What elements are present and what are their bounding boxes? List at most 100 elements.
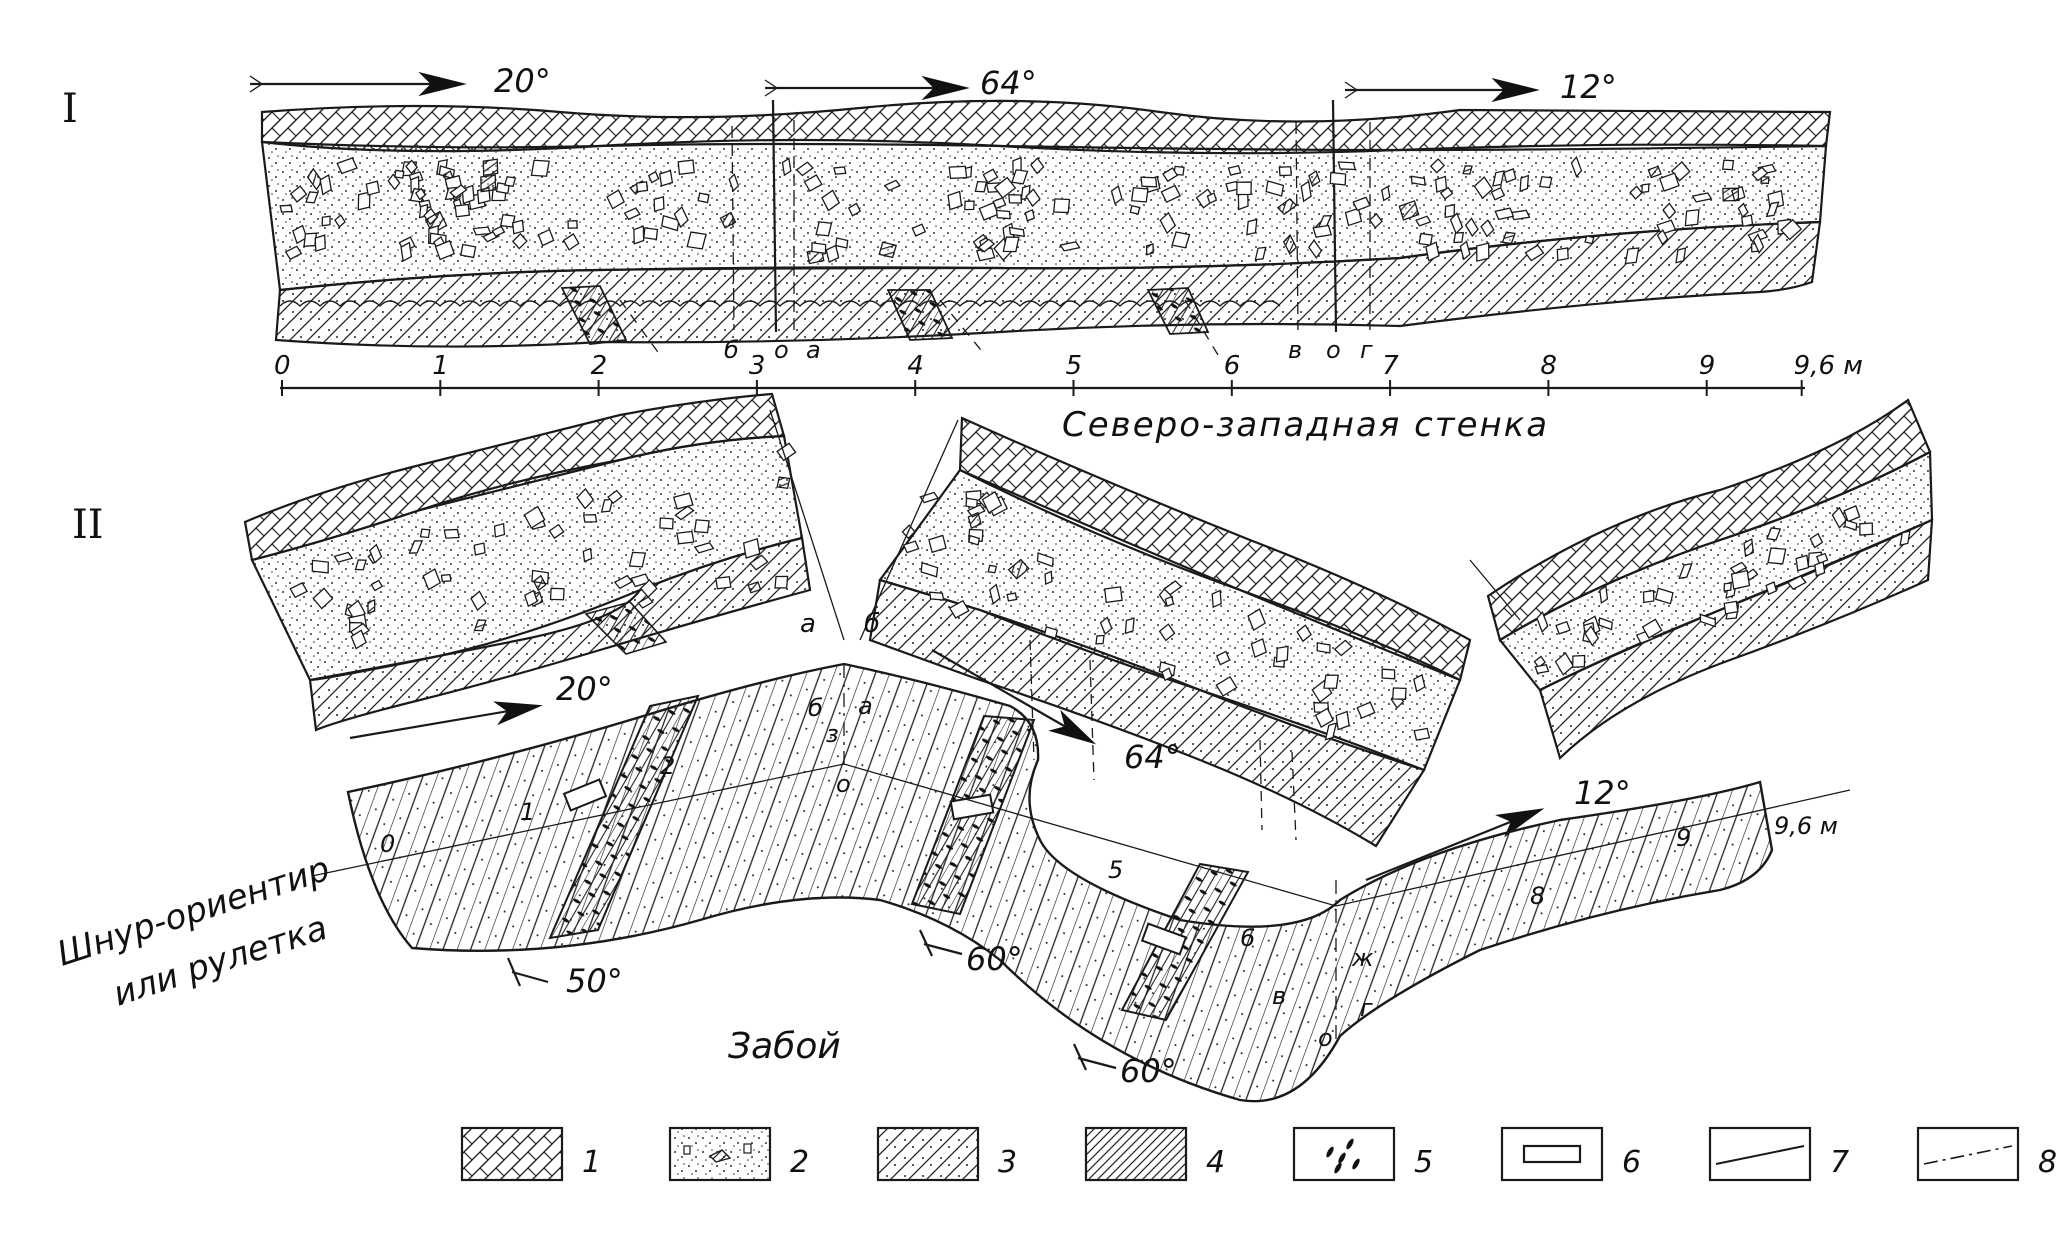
rubble-fragment (279, 204, 294, 213)
rubble-left-fragment (532, 574, 547, 592)
rubble-left-fragment (742, 537, 761, 559)
rubble-fragment (1492, 170, 1505, 187)
block-left-bottom (308, 536, 812, 732)
rubble-fragment (1344, 207, 1363, 227)
rubble-middle-fragment (1161, 667, 1173, 682)
rubble-right-fragment (1678, 562, 1693, 580)
rubble-fragment (1570, 155, 1583, 178)
rubble-fragment (1584, 235, 1595, 245)
sample-rect-3 (1140, 922, 1188, 956)
cut-letter-v: в (1288, 336, 1302, 364)
rubble-fragment (1453, 231, 1465, 244)
end-label: 9,6 м (1774, 812, 1838, 840)
rubble-fragment (1312, 224, 1333, 238)
rubble-left-fragment (576, 487, 595, 510)
scallop-line (279, 300, 1281, 307)
rubble-fragment (1415, 215, 1432, 227)
rubble-fragment (357, 191, 371, 211)
rubble-fragment (995, 209, 1011, 220)
scale-tick-label: 6 (1224, 351, 1241, 381)
scale-tick-label: 5 (1066, 351, 1083, 381)
floor-number: 5 (1108, 856, 1123, 884)
rubble-fragment (661, 214, 680, 232)
cut-letter-o: о (774, 336, 789, 364)
rubble-middle-fragment (928, 591, 945, 601)
rubble-fragment (567, 220, 578, 229)
rubble-left-fragment (370, 579, 384, 592)
scale-tick-label: 0 (274, 351, 291, 381)
rubble-fragment (1381, 185, 1391, 202)
rubble-fragment (491, 225, 506, 238)
dip-sign-1 (506, 957, 549, 987)
scale-tick-label: 2 (591, 351, 608, 381)
vein-2 (886, 289, 954, 341)
rubble-fragment (321, 215, 331, 227)
rubble-fragment (658, 169, 674, 187)
scale-tick-label: 9 (1699, 351, 1716, 381)
wall-angle-1: 20° (556, 670, 613, 708)
rubble-fragment (1752, 233, 1765, 254)
rubble-fragment (1656, 228, 1669, 246)
legend-item-2: 2 (668, 1126, 809, 1182)
floor-letter: ж (1351, 944, 1374, 972)
legend-lens (1334, 1162, 1342, 1174)
rubble-fragment (1206, 192, 1218, 205)
rubble-left-fragment (289, 582, 308, 599)
rubble-fragment (1641, 183, 1650, 194)
cut-line-o-2 (1331, 99, 1338, 333)
rubble-fragment (1751, 166, 1769, 182)
section-I-label: I (62, 86, 78, 132)
rubble-middle-fragment (920, 561, 939, 578)
rubble-middle-fragment (1044, 570, 1053, 586)
rubble-left-fragment (747, 581, 762, 594)
rubble-right-fragment (1843, 505, 1861, 523)
floor-letter: в (1272, 982, 1286, 1010)
floor-letter: б (808, 694, 823, 722)
rubble-fragment (673, 206, 689, 229)
rubble-fragment (562, 233, 580, 251)
rubble-fragment (1780, 218, 1803, 241)
rubble-right-fragment (1814, 560, 1826, 577)
floor-number: 6 (1240, 924, 1255, 952)
rubble-fragment (1352, 196, 1371, 212)
rubble-fragment (1740, 214, 1754, 228)
rubble-left-fragment (422, 568, 442, 591)
rubble-fragment (1246, 218, 1258, 236)
rubble-right-fragment (1743, 538, 1754, 558)
rubble-right-fragment (1859, 522, 1874, 536)
rubble-fragment (1011, 169, 1029, 185)
legend-number: 2 (790, 1145, 809, 1180)
floor-number: 9 (1676, 824, 1691, 852)
rubble-left-fragment (776, 442, 797, 462)
rubble-fragment (499, 213, 516, 228)
legend-dashdot (1923, 1145, 2013, 1165)
rubble-middle-fragment (948, 599, 970, 619)
legend-item-3: 3 (876, 1126, 1017, 1182)
rubble-fragment (336, 157, 358, 175)
rubble-fragment (1368, 212, 1383, 229)
rubble-fragment (400, 241, 413, 262)
rubble-fragment (1398, 200, 1420, 221)
rubble-fragment (1629, 185, 1643, 200)
rubble-middle-fragment (1413, 727, 1431, 741)
rubble-left-fragment (473, 619, 487, 632)
rubble-fragment (511, 232, 528, 250)
rubble-fragment (947, 190, 963, 211)
rubble-fragment (1059, 241, 1081, 252)
rubble-fragment (653, 195, 665, 213)
rubble-fragment (1490, 186, 1506, 201)
rubble-fragment (1658, 172, 1680, 192)
rubble-left-fragment (749, 554, 769, 571)
rubble-middle-fragment (1006, 592, 1018, 602)
rubble-fragment (414, 187, 427, 201)
rubble-fragment (1171, 231, 1191, 249)
arrow-tail-2 (764, 79, 779, 97)
rubble-middle-fragment (967, 511, 982, 530)
scale-tick-label: 7 (1382, 351, 1399, 381)
layer-3-weathered (274, 220, 1822, 348)
legend-fragment (683, 1145, 691, 1155)
rubble-fragment (1159, 211, 1177, 235)
rubble-right-fragment (1795, 554, 1810, 572)
rubble-fragment (633, 225, 645, 245)
rubble-fragment (1227, 165, 1242, 176)
